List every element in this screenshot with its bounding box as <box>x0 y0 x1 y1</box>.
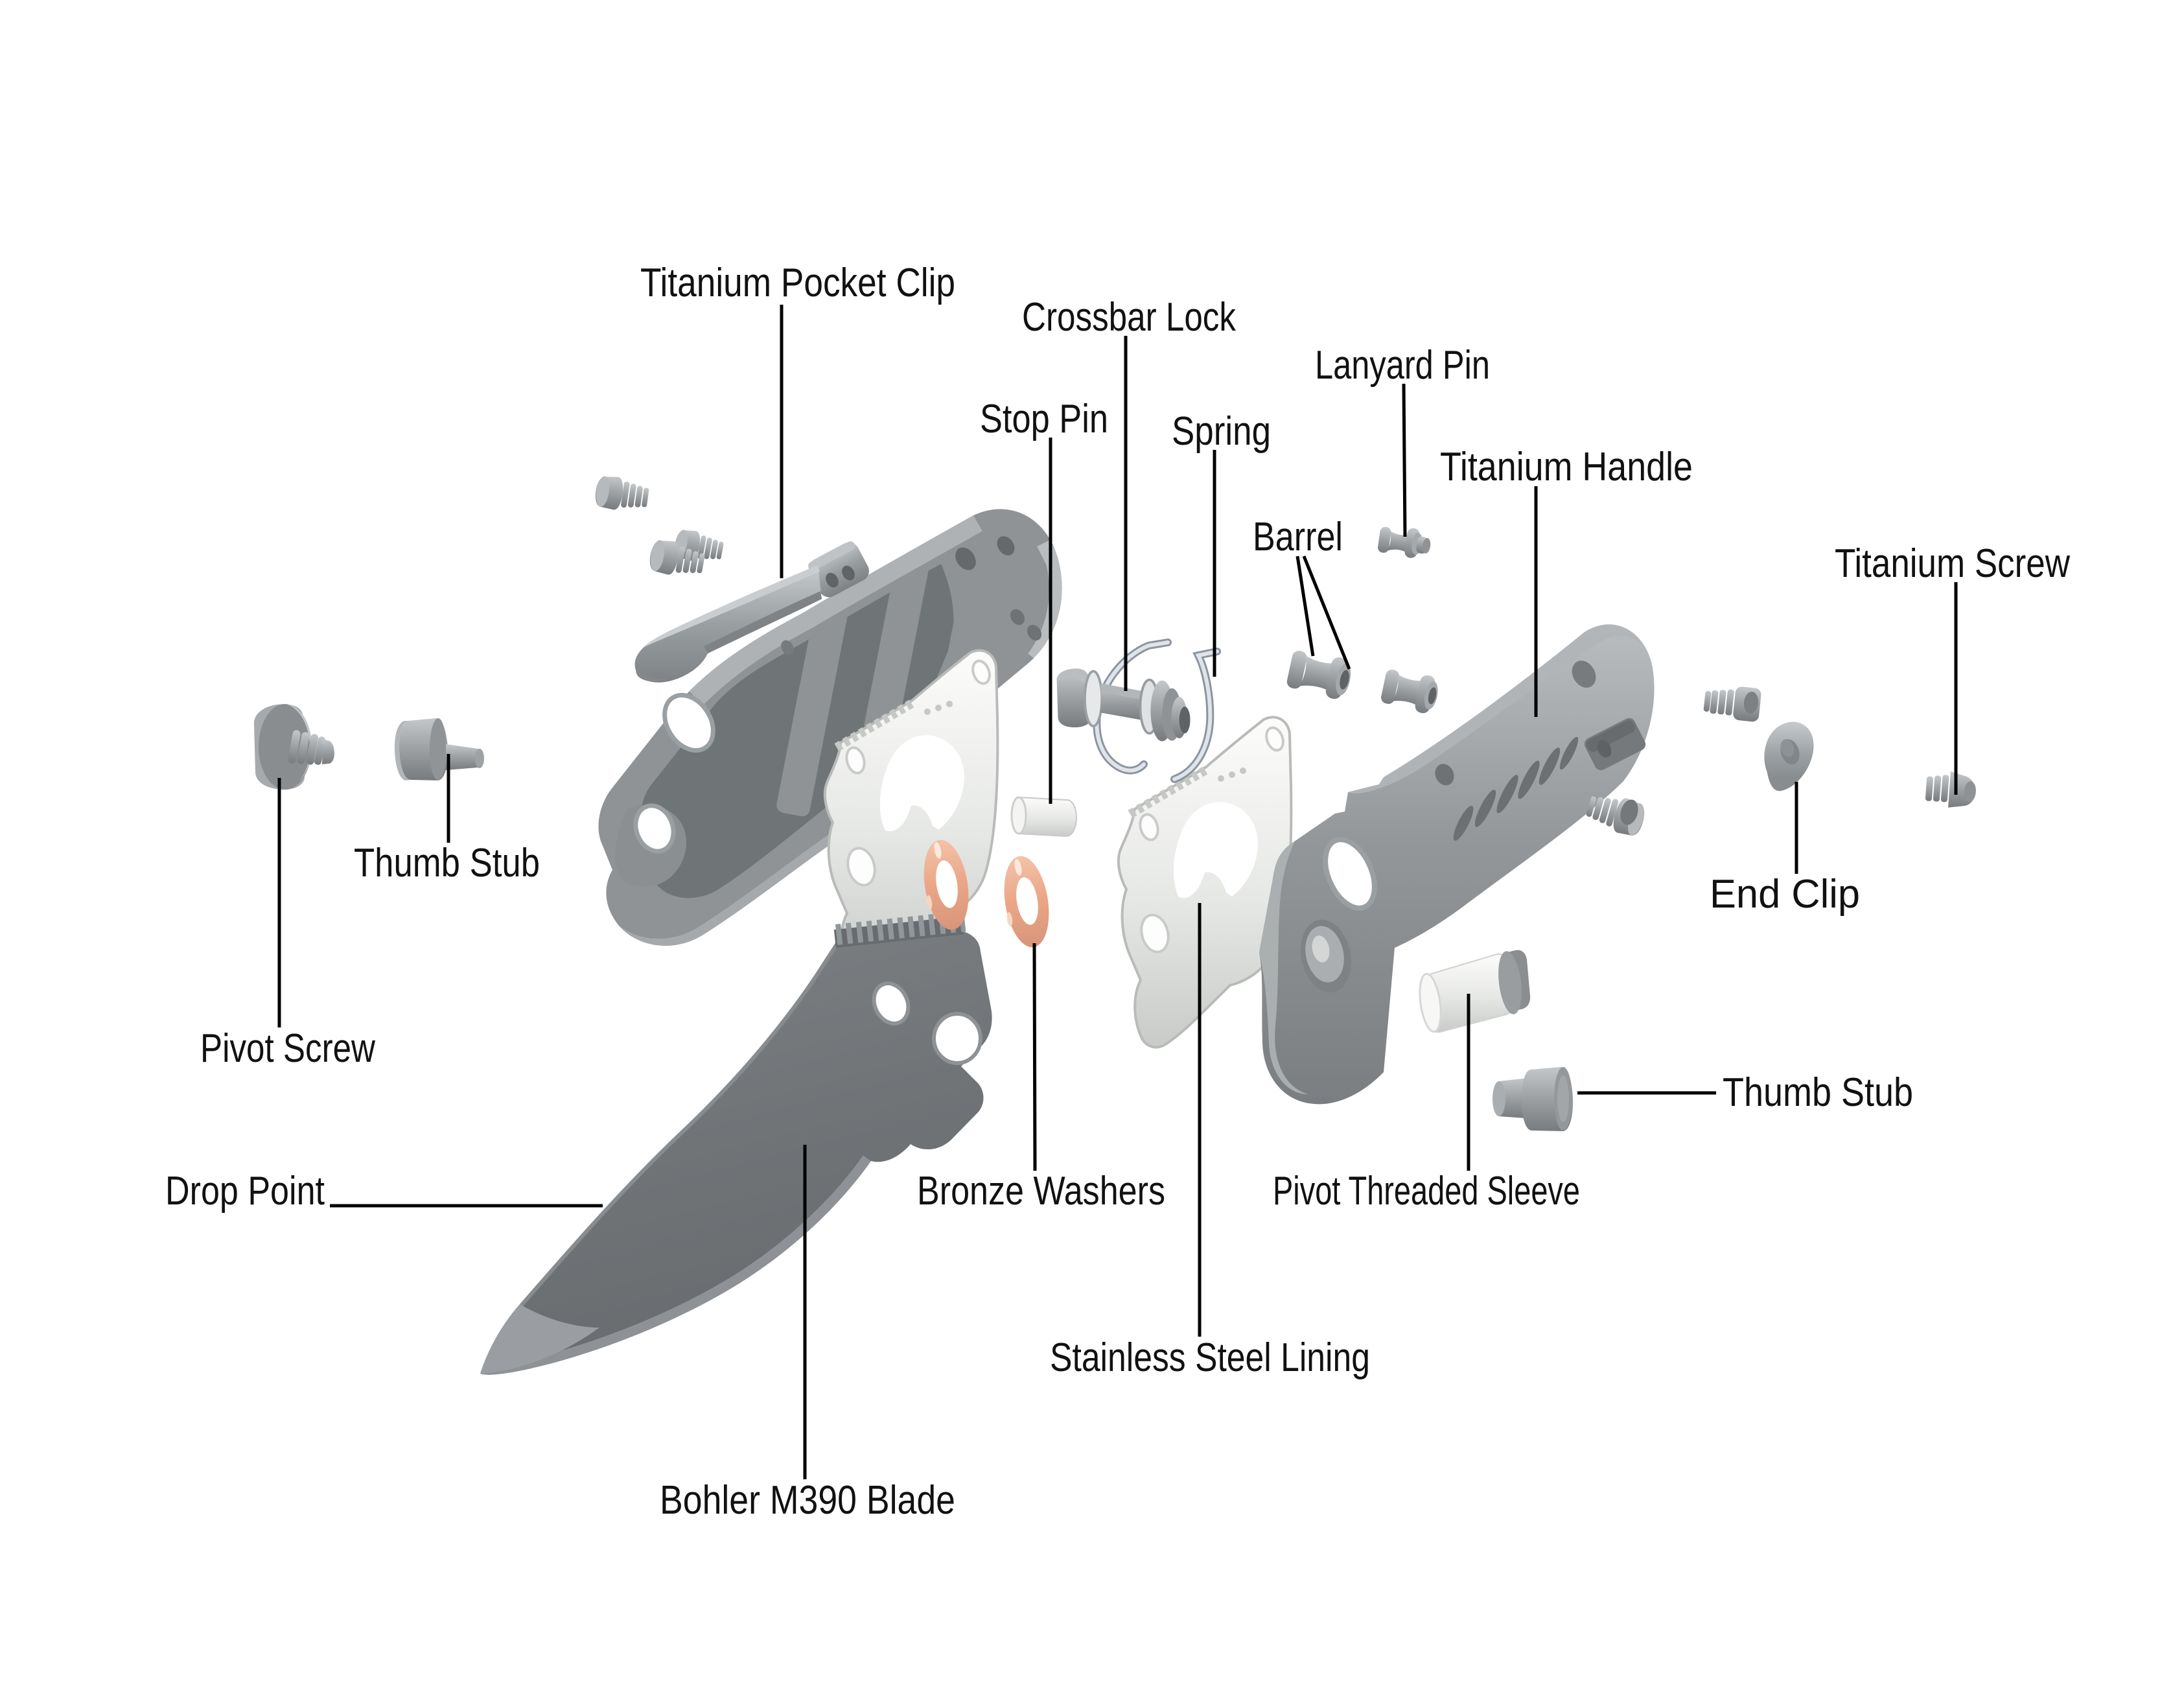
svg-text:Drop Point: Drop Point <box>165 1169 325 1213</box>
svg-text:Spring: Spring <box>1172 409 1271 454</box>
svg-text:End Clip: End Clip <box>1710 872 1860 917</box>
svg-text:Thumb Stub: Thumb Stub <box>354 841 540 885</box>
svg-text:Titanium Screw: Titanium Screw <box>1835 541 2070 586</box>
svg-text:Barrel: Barrel <box>1253 515 1343 559</box>
svg-text:Pivot Threaded Sleeve: Pivot Threaded Sleeve <box>1273 1169 1580 1213</box>
svg-text:Crossbar Lock: Crossbar Lock <box>1022 295 1237 340</box>
svg-text:Thumb Stub: Thumb Stub <box>1723 1070 1913 1115</box>
svg-text:Stop Pin: Stop Pin <box>980 397 1108 441</box>
svg-text:Stainless Steel Lining: Stainless Steel Lining <box>1050 1335 1370 1380</box>
svg-text:Bronze Washers: Bronze Washers <box>917 1169 1165 1213</box>
svg-text:Lanyard Pin: Lanyard Pin <box>1315 343 1490 388</box>
svg-text:Titanium Pocket Clip: Titanium Pocket Clip <box>640 261 955 305</box>
svg-text:Bohler M390 Blade: Bohler M390 Blade <box>660 1478 955 1523</box>
svg-text:Titanium Handle: Titanium Handle <box>1440 445 1693 489</box>
svg-text:Pivot Screw: Pivot Screw <box>200 1026 375 1071</box>
